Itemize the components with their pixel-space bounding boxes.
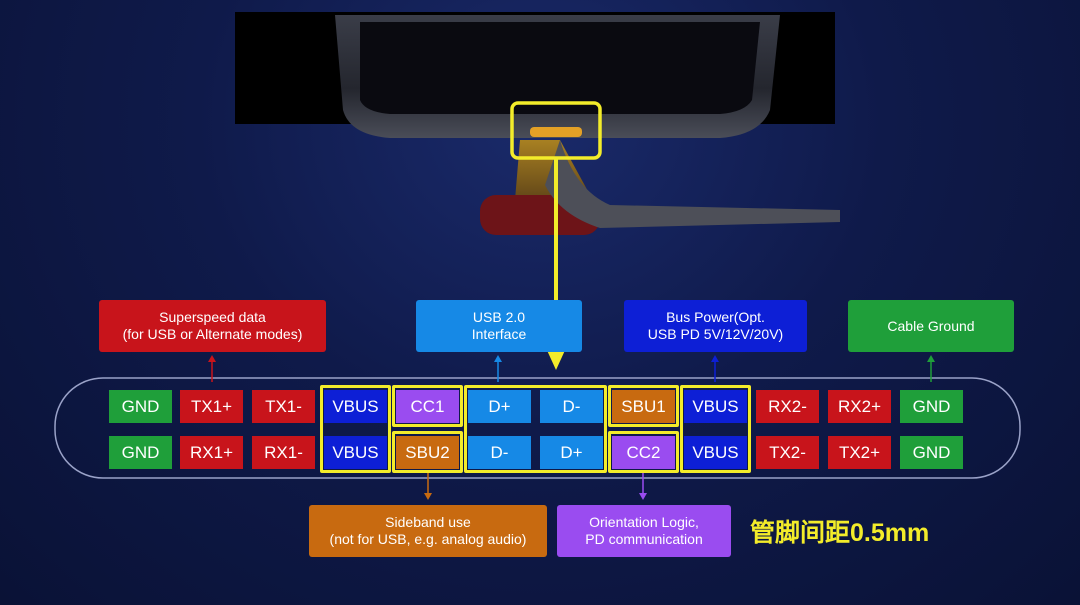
pin-top-6: D+ bbox=[468, 390, 531, 423]
pin-top-9: VBUS bbox=[684, 390, 747, 423]
phone-screen bbox=[360, 22, 760, 114]
pin-bottom-4: VBUS bbox=[324, 436, 387, 469]
pin-top-5: CC1 bbox=[396, 390, 459, 423]
highlight-vbus-right bbox=[680, 385, 751, 473]
label-orientation: Orientation Logic, PD communication bbox=[557, 505, 731, 557]
port-glow bbox=[530, 127, 582, 137]
pin-bottom-8: CC2 bbox=[612, 436, 675, 469]
pin-bottom-7: D+ bbox=[540, 436, 603, 469]
pin-top-7: D- bbox=[540, 390, 603, 423]
pin-pitch-caption: 管脚间距0.5mm bbox=[750, 519, 930, 547]
pin-bottom-3: RX1- bbox=[252, 436, 315, 469]
pin-bottom-2: RX1+ bbox=[180, 436, 243, 469]
pin-bottom-12: GND bbox=[900, 436, 963, 469]
pin-top-1: GND bbox=[109, 390, 172, 423]
pin-top-2: TX1+ bbox=[180, 390, 243, 423]
label-usb2: USB 2.0 Interface bbox=[416, 300, 582, 352]
pin-top-4: VBUS bbox=[324, 390, 387, 423]
label-ground: Cable Ground bbox=[848, 300, 1014, 352]
pin-bottom-5: SBU2 bbox=[396, 436, 459, 469]
label-buspower: Bus Power(Opt. USB PD 5V/12V/20V) bbox=[624, 300, 807, 352]
pin-bottom-11: TX2+ bbox=[828, 436, 891, 469]
pin-top-3: TX1- bbox=[252, 390, 315, 423]
highlight-cc2 bbox=[608, 431, 679, 473]
highlight-sbu2 bbox=[392, 431, 463, 473]
pin-bottom-9: VBUS bbox=[684, 436, 747, 469]
highlight-sbu1 bbox=[608, 385, 679, 427]
label-superspeed: Superspeed data (for USB or Alternate mo… bbox=[99, 300, 326, 352]
phone-illustration bbox=[235, 12, 840, 260]
pin-top-10: RX2- bbox=[756, 390, 819, 423]
highlight-vbus-left bbox=[320, 385, 391, 473]
pin-bottom-6: D- bbox=[468, 436, 531, 469]
pin-top-12: GND bbox=[900, 390, 963, 423]
pin-top-11: RX2+ bbox=[828, 390, 891, 423]
cable-body bbox=[545, 140, 840, 228]
pin-top-8: SBU1 bbox=[612, 390, 675, 423]
highlight-usb2-pins bbox=[464, 385, 607, 473]
pin-bottom-10: TX2- bbox=[756, 436, 819, 469]
label-sideband: Sideband use (not for USB, e.g. analog a… bbox=[309, 505, 547, 557]
pin-bottom-1: GND bbox=[109, 436, 172, 469]
highlight-cc1 bbox=[392, 385, 463, 427]
